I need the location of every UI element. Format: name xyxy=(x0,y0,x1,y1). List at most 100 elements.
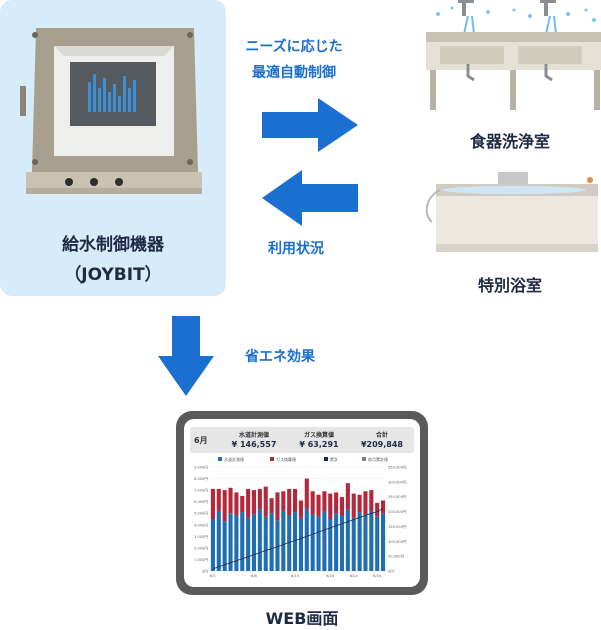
bar-water xyxy=(381,513,386,571)
summary-water-value: ¥ 146,557 xyxy=(231,440,277,449)
bar-water xyxy=(293,512,298,571)
legend-label: 累計 xyxy=(330,456,338,462)
bar-water xyxy=(345,509,350,571)
x-tick-label: 6/24 xyxy=(373,574,382,578)
bar-gas xyxy=(257,488,262,510)
summary-gas-value: ¥ 63,291 xyxy=(299,440,339,449)
tablet-frame: 6月 水道計測値 ¥ 146,557 ガス換算値 ¥ 63,291 合計 ¥20… xyxy=(176,411,428,595)
web-label: WEB画面 xyxy=(265,609,339,628)
kitchen-sink-illustration xyxy=(426,0,601,110)
bar-gas xyxy=(216,488,221,511)
legend-label: 前月累計値 xyxy=(368,456,388,462)
bar-gas xyxy=(339,497,345,516)
dashboard-month: 6月 xyxy=(194,436,208,445)
y-left-tick-label: 5,000円 xyxy=(194,512,208,516)
bar-water xyxy=(322,510,327,571)
x-tick-label: 6/1 xyxy=(210,574,216,578)
legend-swatch xyxy=(362,457,366,461)
bar-water xyxy=(334,513,339,571)
bar-gas xyxy=(298,500,303,518)
bar-gas xyxy=(246,488,251,518)
bar-water xyxy=(310,514,315,571)
bar-gas xyxy=(293,488,298,513)
bar-water xyxy=(339,515,345,571)
y-left-tick-label: 3,000円 xyxy=(194,535,208,539)
bar-gas xyxy=(269,498,274,514)
bar-water xyxy=(210,519,215,571)
cumulative-line xyxy=(212,508,384,570)
y-left-tick-label: 8,000円 xyxy=(194,477,208,481)
bar-water xyxy=(363,514,368,571)
bar-water xyxy=(316,516,321,571)
y-left-tick-label: 2,000円 xyxy=(194,546,208,550)
y-left-tick-label: 1,000円 xyxy=(194,558,208,562)
y-left-tick-label: 0円 xyxy=(202,570,208,574)
x-tick-label: 6/15 xyxy=(291,574,299,578)
bar-gas xyxy=(363,491,368,515)
bar-water xyxy=(216,510,221,571)
bathtub-illustration xyxy=(425,172,598,252)
bar-gas xyxy=(210,488,215,519)
bar-gas xyxy=(369,490,374,511)
bar-gas xyxy=(322,491,327,511)
y-right-tick-label: 150,000円 xyxy=(388,525,407,529)
bar-water xyxy=(251,514,257,571)
y-right-tick-label: 350,000円 xyxy=(388,466,407,470)
bar-gas xyxy=(345,483,350,510)
device-label-line2: （JOYBIT） xyxy=(64,265,162,285)
y-right-tick-label: 100,000円 xyxy=(388,540,407,544)
bar-water xyxy=(304,508,309,571)
bar-gas xyxy=(381,500,386,514)
summary-gas-title: ガス換算値 xyxy=(303,432,334,439)
bath-label: 特別浴室 xyxy=(477,276,542,295)
y-right-tick-label: 0円 xyxy=(388,570,394,574)
device-label-line1: 給水制御機器 xyxy=(62,235,164,255)
bar-water xyxy=(351,517,356,571)
legend-swatch xyxy=(270,457,274,461)
bar-water xyxy=(222,521,227,571)
bar-gas xyxy=(287,488,292,516)
bar-water xyxy=(263,516,268,571)
controller-illustration xyxy=(20,28,202,194)
y-right-tick-label: 200,000円 xyxy=(388,510,407,514)
bar-gas xyxy=(240,495,245,513)
x-tick-label: 6/8 xyxy=(251,574,257,578)
bar-gas xyxy=(222,490,227,522)
legend-label: 水道計測値 xyxy=(224,456,244,462)
bar-gas xyxy=(263,486,268,517)
usage-chart: 水道計測値 ガス換算値 累計 前月累計値 9,000円 8,000円 7,000円 6,000… xyxy=(194,456,407,578)
bar-gas xyxy=(375,502,380,517)
bar-gas xyxy=(281,491,286,511)
summary-gas: ガス換算値 ¥ 63,291 xyxy=(288,430,350,449)
bar-water xyxy=(240,512,245,571)
bar-water xyxy=(281,510,286,571)
legend-label: ガス換算値 xyxy=(276,456,296,462)
flow-needs-line1: ニーズに応じた xyxy=(245,39,343,55)
bar-water xyxy=(287,515,292,571)
bar-gas xyxy=(275,492,280,521)
device-panel: 給水制御機器 （JOYBIT） xyxy=(0,0,226,296)
arrow-down-icon xyxy=(158,316,214,396)
bar-water xyxy=(234,515,239,571)
bar-gas xyxy=(234,492,239,516)
flow-energy: 省エネ効果 xyxy=(245,349,315,365)
bar-water xyxy=(228,513,233,571)
y-left-tick-label: 9,000円 xyxy=(194,466,208,470)
bar-water xyxy=(328,519,333,571)
bar-gas xyxy=(310,491,315,515)
y-left-tick-label: 6,000円 xyxy=(194,500,208,504)
summary-total-value: ¥209,848 xyxy=(360,440,403,449)
y-left-tick-label: 7,000円 xyxy=(194,489,208,493)
bar-water xyxy=(269,513,274,571)
bar-gas xyxy=(334,492,339,514)
legend-swatch xyxy=(218,457,222,461)
summary-total-title: 合計 xyxy=(375,432,388,439)
bar-water xyxy=(257,509,262,571)
summary-bar: 6月 水道計測値 ¥ 146,557 ガス換算値 ¥ 63,291 合計 ¥20… xyxy=(190,427,414,453)
flow-needs-line2: 最適自動制御 xyxy=(252,65,336,81)
bar-water xyxy=(375,516,380,571)
y-right-tick-label: 300,000円 xyxy=(388,480,407,484)
bar-water xyxy=(298,517,303,571)
bar-water xyxy=(275,520,280,571)
kitchen-label: 食器洗浄室 xyxy=(469,132,550,151)
